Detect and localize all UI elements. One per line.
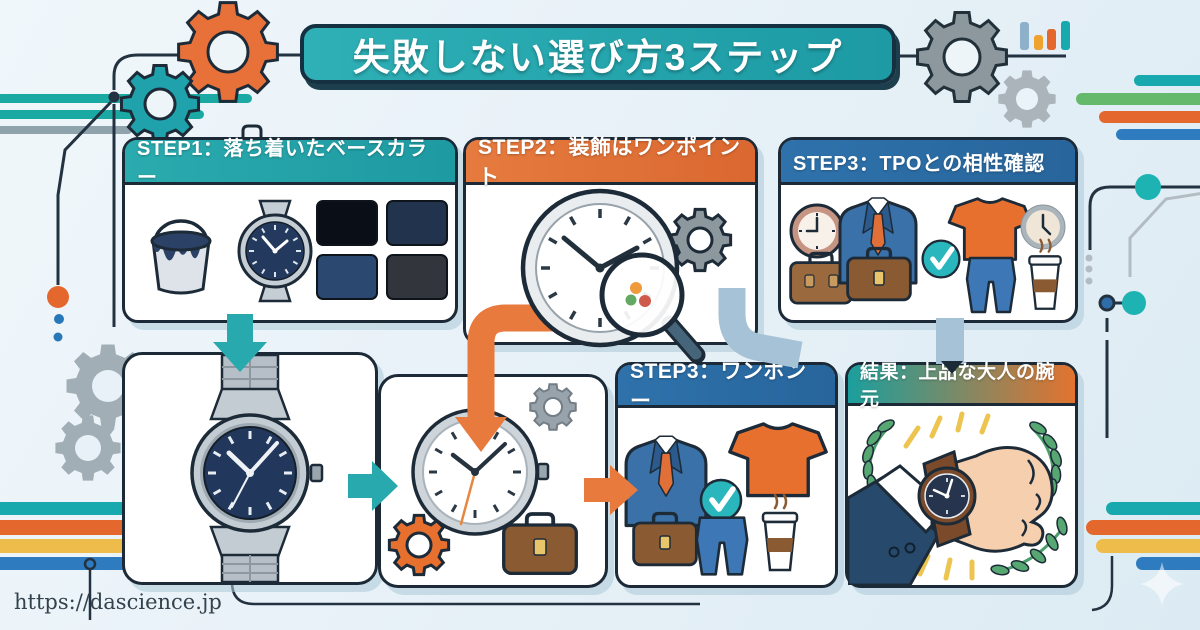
- circuit-node: [108, 91, 120, 103]
- sparkle-icon: [1140, 562, 1184, 606]
- top-right-bars: [1076, 75, 1200, 140]
- panel-step3b-header: STEP3：ワンポンー: [618, 360, 835, 413]
- panel-step3-header: STEP3：TPOとの相性確認: [781, 140, 1075, 185]
- bar-chart-icon: [1020, 21, 1070, 50]
- paint-bucket-icon: [150, 219, 212, 295]
- panel-step3: STEP3：TPOとの相性確認: [778, 137, 1078, 323]
- briefcase-icon: [501, 512, 579, 576]
- panel-step2-header: STEP2：装飾はワンポイント: [466, 136, 755, 189]
- site-url: https://dascience.jp: [14, 590, 222, 614]
- panel-step3b: STEP3：ワンポンー: [615, 360, 838, 588]
- page-title: 失敗しない選び方3ステップ: [300, 24, 896, 84]
- panel-step2: STEP2：装飾はワンポイント: [463, 136, 758, 345]
- panel-step1-header: STEP1：落ち着いたベースカラー: [125, 138, 455, 189]
- laurel-icon: [1029, 421, 1062, 498]
- jeans-icon: [695, 516, 749, 576]
- laurel-icon: [990, 516, 1068, 576]
- circuit-node: [83, 557, 97, 571]
- check-icon: [923, 241, 960, 278]
- circuit-lines-right: [1085, 174, 1200, 438]
- coffee-cup-icon: [761, 493, 799, 572]
- panel-middle: [378, 374, 608, 588]
- bottom-right-bars: [1086, 502, 1200, 570]
- panel-step3-art: [789, 196, 1066, 314]
- panel-result: 結果：上品な大人の腕元: [845, 362, 1078, 588]
- metal-watch-icon: [190, 355, 324, 582]
- tshirt-icon: [947, 197, 1033, 261]
- echo-outline-bottom-right: [1091, 556, 1114, 612]
- panel-step1: STEP1：落ち着いたベースカラー: [122, 137, 458, 323]
- watch-icon: [237, 199, 313, 303]
- panel-watch: [122, 352, 378, 585]
- gear-icon: [120, 64, 200, 144]
- blue-dot: [53, 332, 63, 342]
- jeans-icon: [965, 256, 1017, 314]
- clock-icon: [1020, 204, 1066, 250]
- blue-dot: [54, 314, 64, 324]
- orange-dot: [47, 286, 69, 308]
- wall-clock-icon: [789, 203, 845, 259]
- panel-step1-art: [150, 199, 448, 303]
- panel-middle-art: [388, 384, 579, 576]
- briefcase-icon: [845, 246, 913, 302]
- briefcase-icon: [631, 511, 699, 567]
- panel-result-art: [848, 411, 1068, 585]
- color-swatches: [316, 200, 448, 300]
- panel-step3b-art: [624, 422, 828, 576]
- panel-result-header: 結果：上品な大人の腕元: [848, 362, 1075, 410]
- top-left-bars: [0, 94, 252, 134]
- gear-icon: [998, 70, 1056, 128]
- briefcase-icon: [789, 251, 853, 305]
- tshirt-icon: [728, 422, 828, 498]
- check-icon: [701, 480, 741, 520]
- coffee-cup-icon: [1028, 238, 1062, 310]
- wrist-watch-icon: [917, 449, 977, 549]
- gear-icon: [530, 384, 576, 430]
- gear-icon: [916, 11, 1008, 103]
- gear-icon: [177, 1, 279, 103]
- laurel-icon: [862, 419, 895, 494]
